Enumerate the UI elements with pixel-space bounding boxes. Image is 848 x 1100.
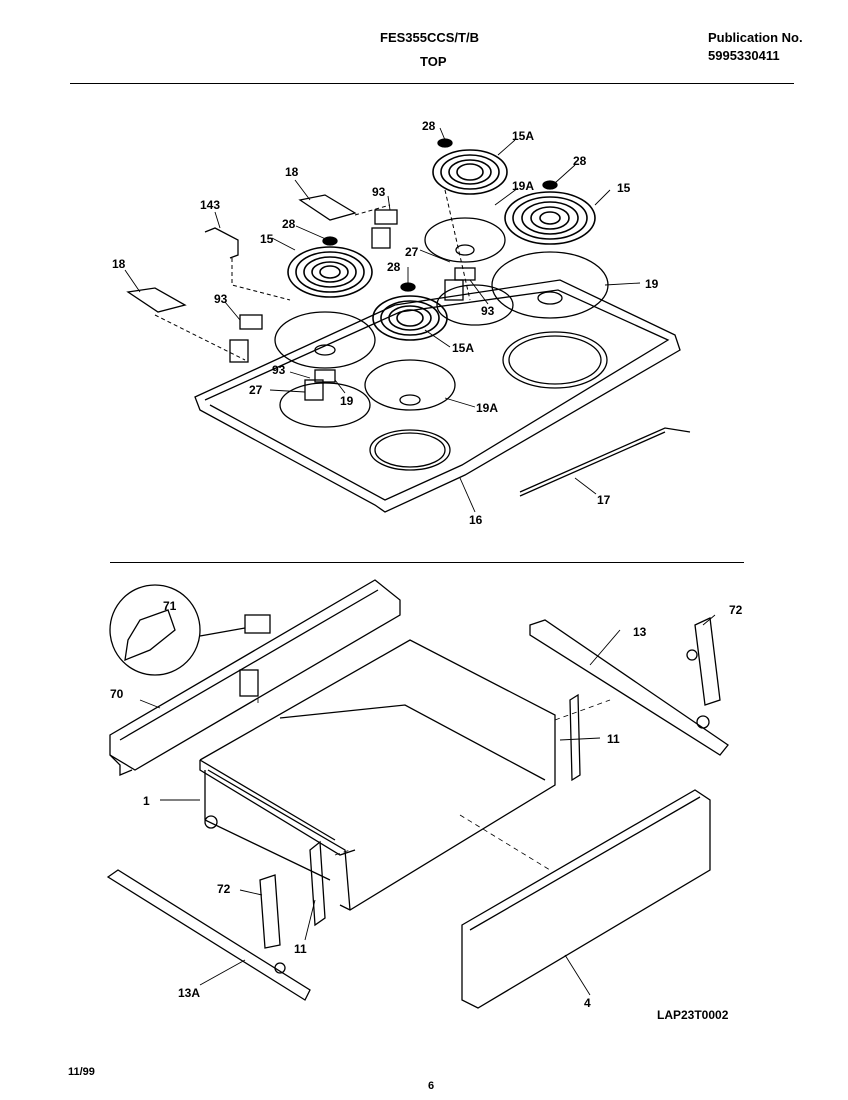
drip-bowl <box>274 217 609 411</box>
callout-72: 72 <box>729 603 743 617</box>
header-rule <box>70 83 794 84</box>
callout-27: 27 <box>249 383 263 397</box>
callout-17: 17 <box>597 493 611 507</box>
callout-28: 28 <box>387 260 401 274</box>
callout-143: 143 <box>200 198 220 212</box>
model-number: FES355CCS/T/B <box>380 30 479 45</box>
callout-28: 28 <box>422 119 436 133</box>
callout-15a: 15A <box>512 129 534 143</box>
surface-element <box>287 149 596 341</box>
leader-lines <box>124 127 641 513</box>
drawer-clip-detail <box>109 584 271 676</box>
cooktop-panel <box>194 279 681 513</box>
callout-18: 18 <box>112 257 126 271</box>
callout-13: 13 <box>633 625 647 639</box>
footer-date: 11/99 <box>68 1066 95 1078</box>
drawer-leader-lines <box>139 614 716 996</box>
guide-lines <box>154 189 471 361</box>
drawer-rail-rear <box>109 579 401 776</box>
callout-19: 19 <box>340 394 354 408</box>
section-divider <box>110 562 744 563</box>
drawer-guide-lines <box>257 680 611 871</box>
callout-93: 93 <box>272 363 286 377</box>
rail-bracket <box>259 617 721 949</box>
element-cap <box>322 138 558 292</box>
drawer-rail-left <box>106 869 311 1001</box>
page-number: 6 <box>428 1080 435 1092</box>
callout-71: 71 <box>163 599 177 613</box>
callout-13a: 13A <box>178 986 200 1000</box>
callout-93: 93 <box>481 304 495 318</box>
drawer-body <box>199 639 556 911</box>
callout-27: 27 <box>405 245 419 259</box>
element-bracket <box>126 194 357 313</box>
callout-19: 19 <box>645 277 659 291</box>
callout-1: 1 <box>143 794 150 808</box>
callout-15: 15 <box>260 232 274 246</box>
drawer-stop <box>309 693 581 927</box>
callout-93: 93 <box>372 185 386 199</box>
diagram-id: LAP23T0002 <box>657 1008 729 1022</box>
callout-19a: 19A <box>512 179 534 193</box>
publication-number: 5995330411 <box>708 48 780 63</box>
callout-72: 72 <box>217 882 231 896</box>
section-title: TOP <box>420 54 447 69</box>
callout-15a: 15A <box>452 341 474 355</box>
top-trim <box>519 427 691 497</box>
callout-4: 4 <box>584 996 591 1010</box>
callout-11: 11 <box>294 942 307 956</box>
drawer-rail-right <box>529 619 729 756</box>
callout-11: 11 <box>607 732 620 746</box>
callout-28: 28 <box>573 154 587 168</box>
callout-18: 18 <box>285 165 299 179</box>
callout-28: 28 <box>282 217 296 231</box>
callout-93: 93 <box>214 292 228 306</box>
callout-70: 70 <box>110 687 124 701</box>
publication-label: Publication No. <box>708 30 803 45</box>
drawer-front-panel <box>461 789 711 1009</box>
callout-16: 16 <box>469 513 483 527</box>
callout-19a: 19A <box>476 401 498 415</box>
callout-15: 15 <box>617 181 631 195</box>
